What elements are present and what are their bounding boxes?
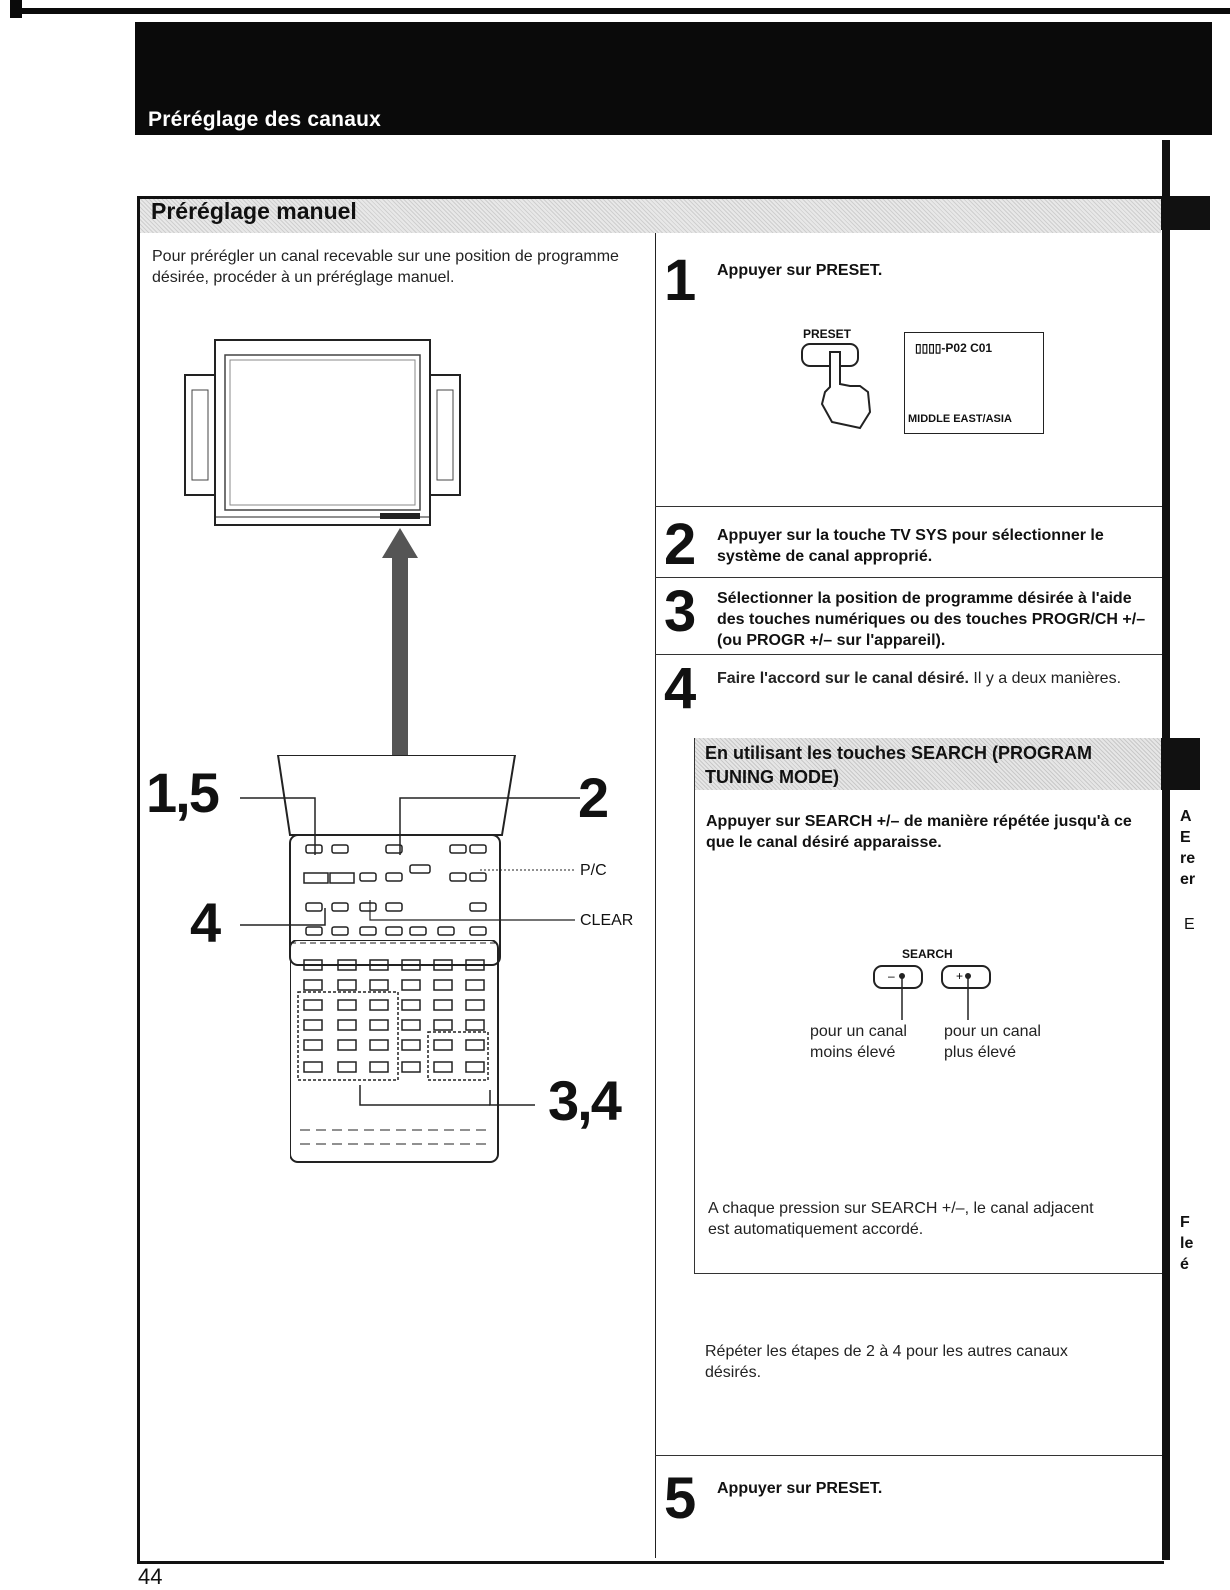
search-subsection-box: [694, 738, 1162, 1274]
step-4-rest: Il y a deux manières.: [968, 670, 1122, 687]
callout-2: 2: [578, 766, 609, 829]
page-title: Préréglage des canaux: [148, 108, 381, 131]
right-tab-marker-2: [1160, 738, 1200, 790]
margin-fragment: E: [1184, 916, 1195, 933]
margin-fragment: F le é: [1180, 1214, 1194, 1273]
label-clear: CLEAR: [580, 912, 634, 929]
right-tab-marker: [1160, 196, 1210, 230]
svg-text:+: +: [956, 969, 963, 983]
svg-text:–: –: [888, 969, 895, 983]
plus-caption-2: plus élevé: [944, 1044, 1017, 1061]
remote-control-illustration: [276, 755, 517, 966]
screen-line-1: ▯▯▯▯-P02 C01: [915, 341, 993, 355]
hand-press-icon: [801, 343, 872, 430]
step-divider: [655, 577, 1162, 578]
intro-text: Pour prérégler un canal recevable sur un…: [152, 248, 619, 286]
minus-caption-1: pour un canal: [810, 1023, 907, 1040]
preset-button-label: PRESET: [803, 327, 852, 341]
step-divider: [655, 506, 1162, 507]
plus-caption-1: pour un canal: [944, 1023, 1041, 1040]
step-1-number: 1: [664, 248, 697, 313]
top-rule: [10, 8, 1230, 14]
callout-4: 4: [190, 891, 221, 954]
step-1-text: Appuyer sur PRESET.: [717, 262, 883, 279]
step-3-number: 3: [664, 579, 697, 644]
step-5-text: Appuyer sur PRESET.: [717, 1480, 883, 1497]
step-2-number: 2: [664, 512, 697, 577]
page-number: 44: [138, 1564, 163, 1589]
subsection-title-band: [695, 738, 1161, 790]
tv-screen-display: ▯▯▯▯-P02 C01 MIDDLE EAST/ASIA: [904, 332, 1044, 434]
step-4-text: Faire l'accord sur le canal désiré. Il y…: [717, 668, 1137, 689]
up-arrow: [382, 528, 418, 756]
column-divider: [655, 233, 656, 1558]
step-divider: [655, 654, 1162, 655]
right-edge-rule: [1162, 140, 1170, 1560]
label-pc: P/C: [580, 862, 607, 879]
tv-illustration: [184, 339, 461, 526]
callout-1-5: 1,5: [146, 761, 220, 824]
header-band: [135, 22, 1212, 135]
section-title-band: [140, 199, 1161, 233]
search-note: A chaque pression sur SEARCH +/–, le can…: [708, 1200, 1094, 1238]
callout-lines: [240, 797, 580, 1106]
section-title: Préréglage manuel: [151, 198, 357, 224]
search-buttons-figure: – +: [873, 965, 991, 1020]
screen-line-2: MIDDLE EAST/ASIA: [908, 413, 1012, 425]
step-4-bold: Faire l'accord sur le canal désiré.: [717, 670, 969, 687]
search-label: SEARCH: [902, 947, 953, 961]
callout-3-4: 3,4: [548, 1069, 622, 1132]
remote-keypad: [290, 940, 499, 1163]
subsection-title: En utilisant les touches SEARCH (PROGRAM…: [705, 743, 1093, 787]
search-instruction: Appuyer sur SEARCH +/– de manière répété…: [706, 813, 1132, 851]
step-3-text: Sélectionner la position de programme dé…: [717, 590, 1146, 649]
margin-fragment: A E re er: [1180, 808, 1196, 888]
repeat-instruction: Répéter les étapes de 2 à 4 pour les aut…: [705, 1343, 1068, 1381]
content-frame: [137, 196, 1164, 1564]
minus-caption-2: moins élevé: [810, 1044, 896, 1061]
step-2-text: Appuyer sur la touche TV SYS pour sélect…: [717, 527, 1104, 565]
step-divider: [655, 1455, 1162, 1456]
step-4-number: 4: [664, 656, 697, 721]
step-5-number: 5: [664, 1466, 697, 1531]
